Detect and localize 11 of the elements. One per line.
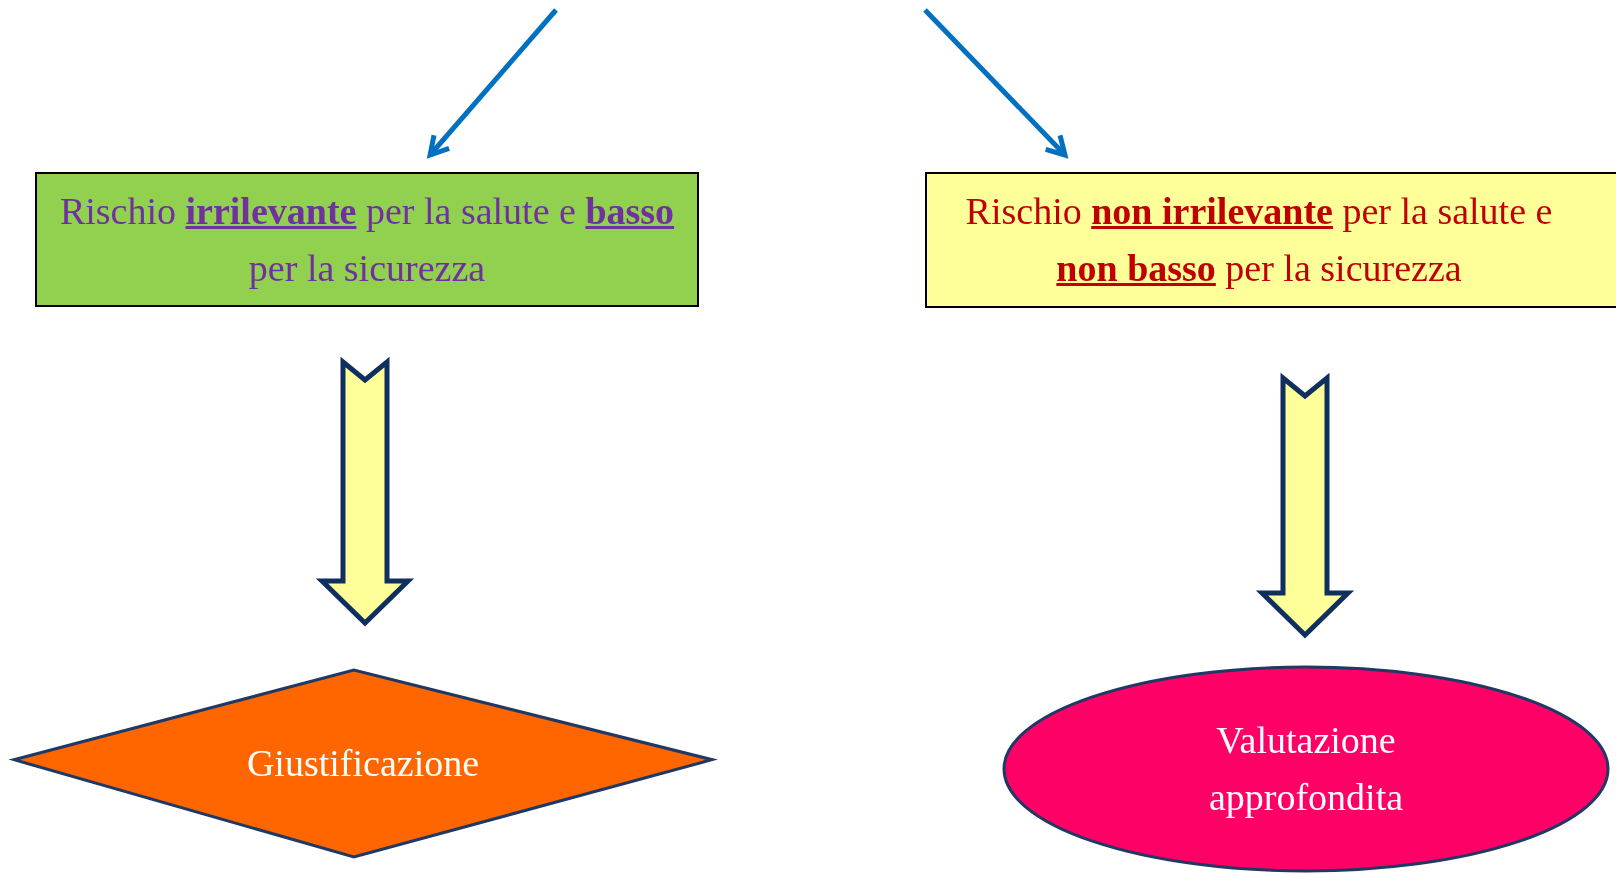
process-box: [35, 172, 699, 307]
arrow: [427, 8, 558, 158]
block-arrow: [1255, 372, 1355, 639]
node-text: Valutazione approfondita: [1207, 718, 1405, 820]
arrow: [923, 8, 1068, 158]
node-text: Giustificazione: [246, 741, 480, 786]
node-text: Rischio irrilevante per la salute e basso per la sicurezza: [58, 188, 676, 291]
terminal-ellipse: [1002, 665, 1610, 873]
node-text: Rischio non irrilevante per la salute e non basso per la sicurezza: [964, 189, 1554, 291]
process-box: [925, 172, 1616, 308]
block-arrow: [315, 356, 415, 627]
